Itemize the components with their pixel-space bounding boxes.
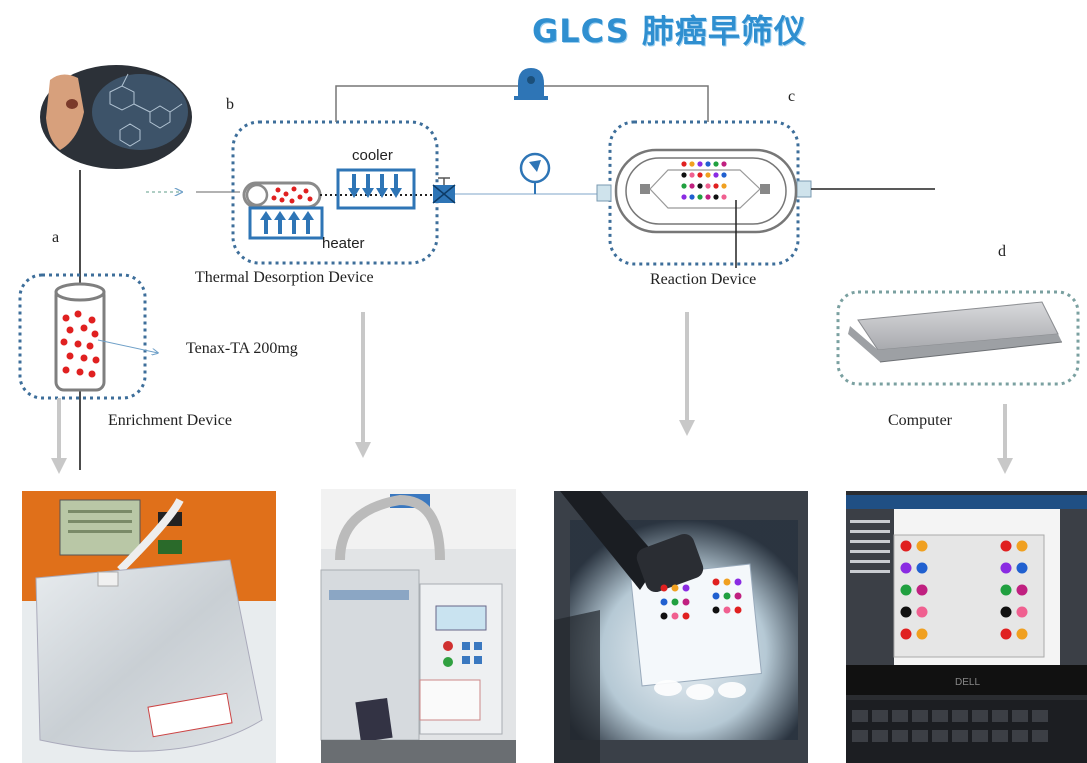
sensor-dot (689, 172, 695, 178)
heater-label: heater (322, 235, 365, 252)
sensor-dot (723, 606, 731, 614)
sensor-dot (900, 606, 912, 618)
sensor-dot (734, 578, 742, 586)
computer-device (836, 290, 1080, 386)
sensor-dot (705, 194, 711, 200)
sensor-dot (712, 578, 720, 586)
sensor-dot (1000, 606, 1012, 618)
label-a: a (52, 229, 60, 246)
sensor-dot (713, 172, 719, 178)
sensor-dot (1000, 628, 1012, 640)
sensor-dot (916, 628, 928, 640)
sensor-dot (916, 606, 928, 618)
sensor-dot (916, 562, 928, 574)
sensor-dot (689, 183, 695, 189)
sensor-dot (721, 194, 727, 200)
sensor-dot (671, 598, 679, 606)
computer-label: Computer (888, 412, 952, 429)
label-d: d (998, 243, 1006, 260)
sensor-dot (712, 606, 720, 614)
thermal-desorption-device (231, 120, 439, 265)
thermal-desorption-instrument-photo (320, 489, 516, 763)
tenax-label: Tenax-TA 200mg (186, 340, 298, 357)
sensor-dot (734, 606, 742, 614)
sensor-dot (721, 172, 727, 178)
sensor-dot (1016, 584, 1028, 596)
sensor-dot (1016, 540, 1028, 552)
sensor-dot (1016, 628, 1028, 640)
sensor-dot (1016, 606, 1028, 618)
pump-icon (514, 68, 548, 100)
label-b: b (226, 96, 234, 113)
sensor-dot (697, 161, 703, 167)
cooler-label: cooler (352, 147, 393, 164)
sensor-dot (723, 592, 731, 600)
sensor-dot (660, 584, 668, 592)
sensor-dot (1000, 562, 1012, 574)
sensor-dot (713, 161, 719, 167)
computer-monitor-photo: DELL (846, 491, 1087, 763)
sensor-dot (900, 562, 912, 574)
sensor-dot (721, 161, 727, 167)
sensor-dot (900, 584, 912, 596)
tenax-pointer-arrow (97, 339, 158, 353)
sensor-dot (900, 540, 912, 552)
sensor-dot (660, 612, 668, 620)
sensor-dot (697, 183, 703, 189)
sensor-dot (682, 612, 690, 620)
gas-sampling-bag-photo (22, 491, 276, 763)
sensor-dot (689, 161, 695, 167)
sensor-dot (697, 194, 703, 200)
sensor-dot (916, 584, 928, 596)
sensor-dot (681, 183, 687, 189)
sensor-dot (723, 578, 731, 586)
flow-meter-icon (519, 152, 551, 194)
sensor-dot (1000, 584, 1012, 596)
valve-icon (432, 177, 456, 204)
sensor-dot (681, 161, 687, 167)
sensor-dot (671, 612, 679, 620)
sensor-dot (660, 598, 668, 606)
sensor-dot (671, 584, 679, 592)
sensor-dot (900, 628, 912, 640)
svg-text:DELL: DELL (955, 677, 980, 688)
breath-illustration (40, 65, 192, 169)
sensor-dot (697, 172, 703, 178)
sensor-dot (734, 592, 742, 600)
sensor-dot (682, 584, 690, 592)
sensor-dot (1016, 562, 1028, 574)
sensor-dot (713, 194, 719, 200)
sensor-dot (713, 183, 719, 189)
reaction-device (596, 120, 812, 268)
label-c: c (788, 88, 796, 105)
sensor-dot (682, 598, 690, 606)
sensor-dot (1000, 540, 1012, 552)
sensor-dot (689, 194, 695, 200)
reaction-device-label: Reaction Device (650, 271, 757, 288)
enrichment-device (18, 273, 147, 400)
sensor-dot (705, 172, 711, 178)
diagram-title: GLCS 肺癌早筛仪 (532, 12, 807, 50)
sensor-dot (705, 161, 711, 167)
sensor-dot (681, 172, 687, 178)
sensor-dot (712, 592, 720, 600)
enrichment-device-label: Enrichment Device (108, 412, 232, 429)
sensor-dot (721, 183, 727, 189)
sensor-dot (705, 183, 711, 189)
sensor-dot (681, 194, 687, 200)
reaction-chip-camera-photo (554, 491, 808, 763)
thermal-desorption-label: Thermal Desorption Device (195, 269, 374, 286)
sensor-dot (916, 540, 928, 552)
